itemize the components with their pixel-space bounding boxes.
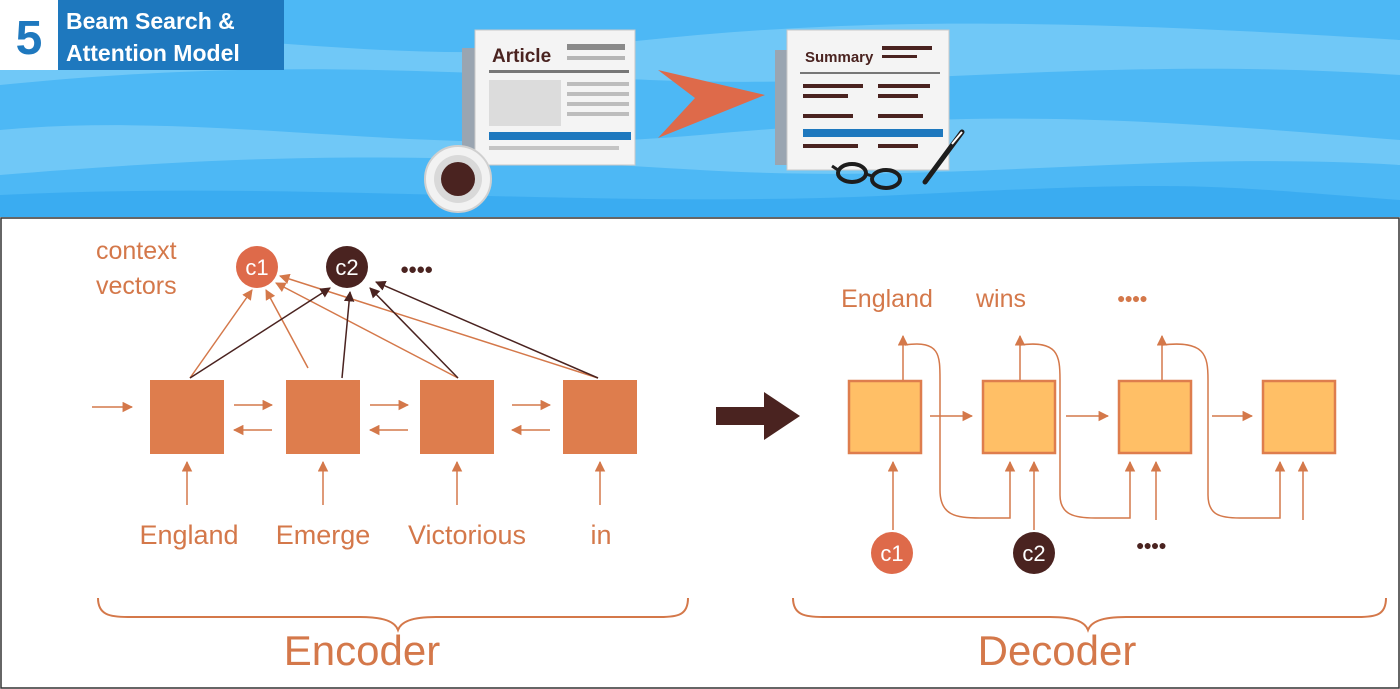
input-word: Emerge <box>276 520 371 550</box>
decoder-context-c2-label: c2 <box>1022 541 1045 566</box>
context-node-c1-label: c1 <box>245 255 268 280</box>
context-node-c2-label: c2 <box>335 255 358 280</box>
article-label: Article <box>492 46 551 67</box>
pen-icon <box>922 129 965 185</box>
bidirectional-arrows <box>232 399 552 436</box>
encoder-to-decoder-arrow-icon <box>716 392 800 440</box>
title-line-1: Beam Search & <box>66 8 235 34</box>
wave <box>0 185 1400 217</box>
decoder-cell <box>1117 379 1193 455</box>
context-label-line-2: vectors <box>96 272 177 300</box>
decoder-context-c1 <box>871 532 913 574</box>
decoder-cell <box>981 379 1057 455</box>
input-word: Victorious <box>408 520 526 550</box>
banner: 5 Beam Search & Attention Model Article <box>0 0 1400 217</box>
encoder-cell <box>563 380 637 454</box>
context-label-line-1: context <box>96 237 177 265</box>
context-more-dots: ●●●● <box>400 261 432 278</box>
decoder-brace <box>792 597 1387 633</box>
decoder-context-c2 <box>1013 532 1055 574</box>
input-word: England <box>139 520 238 550</box>
decoder-title: Decoder <box>978 627 1137 674</box>
summary-newspaper-icon: Summary <box>775 29 950 171</box>
decoder-context-c1-label: c1 <box>880 541 903 566</box>
encoder-brace <box>97 597 689 633</box>
glasses-icon <box>831 162 902 190</box>
wave <box>0 118 1400 175</box>
output-more-dots: ●●●● <box>1117 290 1147 306</box>
step-badge <box>0 0 58 70</box>
decoder: England wins ●●●● c1 c2 ●●●● <box>792 285 1387 674</box>
encoder-title: Encoder <box>284 627 440 674</box>
input-arrows <box>181 460 606 505</box>
step-number: 5 <box>16 12 43 65</box>
input-word: in <box>590 520 611 550</box>
output-word: wins <box>975 285 1026 313</box>
encoder-cell <box>286 380 360 454</box>
title-line-2: Attention Model <box>66 40 240 66</box>
title-box <box>58 0 284 70</box>
context-node-c2 <box>326 246 368 288</box>
context-node-c1 <box>236 246 278 288</box>
coffee-cup-icon <box>424 145 492 213</box>
decoder-cell <box>847 379 923 455</box>
article-newspaper-icon: Article <box>462 29 636 166</box>
encoder-cell <box>150 380 224 454</box>
decoder-context-more-dots: ●●●● <box>1136 537 1166 553</box>
encoder-cell <box>420 380 494 454</box>
summary-label: Summary <box>805 49 874 66</box>
encoder: context vectors c1 c2 ●●●● <box>92 237 689 674</box>
transform-arrow-icon <box>658 70 765 138</box>
decoder-cell <box>1261 379 1337 455</box>
feedback-loops <box>904 343 1286 519</box>
attention-arrows <box>189 273 599 379</box>
wave <box>0 23 1400 86</box>
output-word: England <box>841 285 933 313</box>
